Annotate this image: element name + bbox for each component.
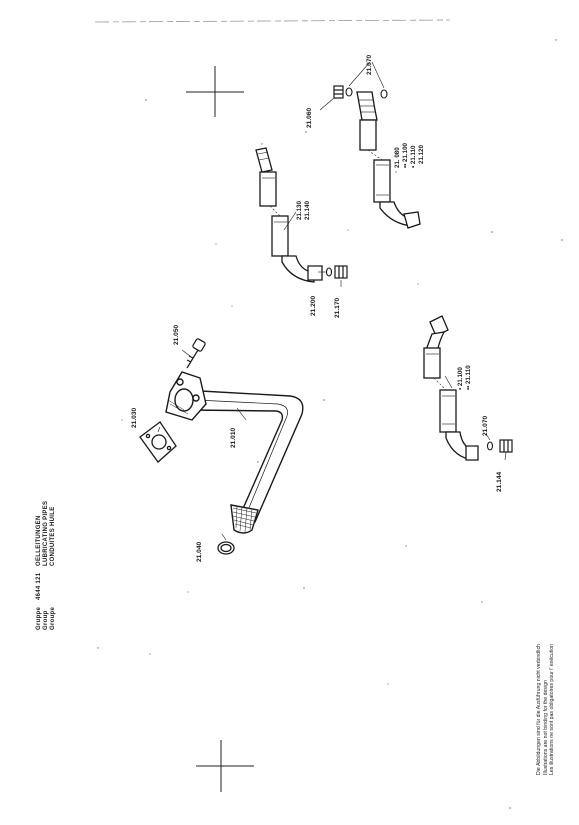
top-scan-edge [94, 19, 451, 23]
flange-shading [167, 399, 189, 415]
label-21100-group: • 21.100 •• 21.110 [457, 365, 473, 390]
hose-21100-ribs [426, 353, 455, 425]
label-21060: 21.060 [306, 107, 313, 128]
label-21080: 21. 080 [394, 147, 401, 168]
hose-21080-ribs [358, 99, 389, 196]
label-21100-top: •• 21.100 [402, 143, 409, 168]
leader-21070-top [348, 61, 371, 87]
group-title-de: OELLEITUNGEN [36, 515, 42, 566]
label-21070-bottom: 21.070 [482, 415, 489, 436]
label-21010: 21.010 [230, 427, 237, 448]
nipple-21144 [499, 439, 513, 453]
strainer-mesh [232, 505, 257, 533]
label-21130-group: 21.130 21.140 [296, 201, 312, 220]
pipe-flange [165, 371, 207, 421]
seal-ring-21040 [217, 541, 235, 555]
header-row-1: Gruppe 4644 121 OELLEITUNGEN [36, 501, 43, 630]
gasket-21030 [139, 421, 177, 463]
suction-pipe-21010 [181, 389, 304, 534]
label-21140: 21.140 [304, 201, 311, 220]
disclaimer-de: Die Abbildungen sind für die Ausführung … [536, 644, 542, 775]
leader-lines [157, 97, 507, 541]
label-21100-bottom: • 21.100 [457, 367, 464, 390]
label-21110-top: • 21.110 [410, 145, 417, 168]
label-21070-top: 21.070 [366, 54, 373, 75]
group-label-de: Gruppe [36, 606, 42, 630]
disclaimer-fr: Les illustrations ne sont pas obligatoir… [549, 643, 556, 775]
hose-21130-ribs [257, 151, 287, 223]
label-21030: 21.030 [131, 407, 138, 428]
label-21170: 21.170 [334, 297, 341, 318]
registration-mark-top [186, 66, 244, 117]
label-21050: 21.050 [173, 324, 180, 345]
label-21200: 21.200 [310, 295, 317, 316]
label-21110-bottom: •• 21.110 [465, 365, 472, 390]
group-code: 4644 121 [36, 572, 42, 600]
registration-mark-bottom [196, 740, 254, 792]
header-row-2: Group LUBRICATING PIPES [43, 501, 50, 630]
header-row-3: Groupe CONDUITES HUILE [50, 501, 57, 630]
screw-21050 [186, 338, 206, 369]
group-label-en: Group [43, 610, 49, 631]
label-21144: 21.144 [496, 471, 503, 492]
oil-hose-21100 [423, 315, 479, 461]
label-21120: 21.120 [418, 145, 425, 164]
group-label-fr: Groupe [50, 606, 56, 630]
group-header: Gruppe 4644 121 OELLEITUNGEN Group LUBRICAT… [36, 501, 57, 630]
label-21040: 21.040 [196, 541, 203, 562]
group-title-fr: CONDUITES HUILE [50, 506, 56, 566]
washer-21070-bottom [486, 441, 494, 451]
label-21080-group: 21. 080 •• 21.100 • 21.110 21.120 [394, 143, 426, 168]
banjo-bolt-21060 [333, 85, 344, 99]
disclaimer-note: Die Abbildungen sind für die Ausführung … [536, 644, 556, 775]
washers-21070-top [345, 87, 388, 99]
scan-specks [97, 39, 563, 809]
ring-21200 [325, 267, 333, 277]
oil-hose-21080 [356, 91, 421, 229]
oil-hose-21130 [255, 147, 323, 283]
disclaimer-en: Illustrations are not binding for the de… [542, 680, 549, 775]
group-title-en: LUBRICATING PIPES [43, 500, 49, 566]
label-21130: 21.130 [296, 201, 303, 220]
nipple-21170 [334, 265, 348, 279]
leader-21070-top-b [371, 61, 385, 89]
